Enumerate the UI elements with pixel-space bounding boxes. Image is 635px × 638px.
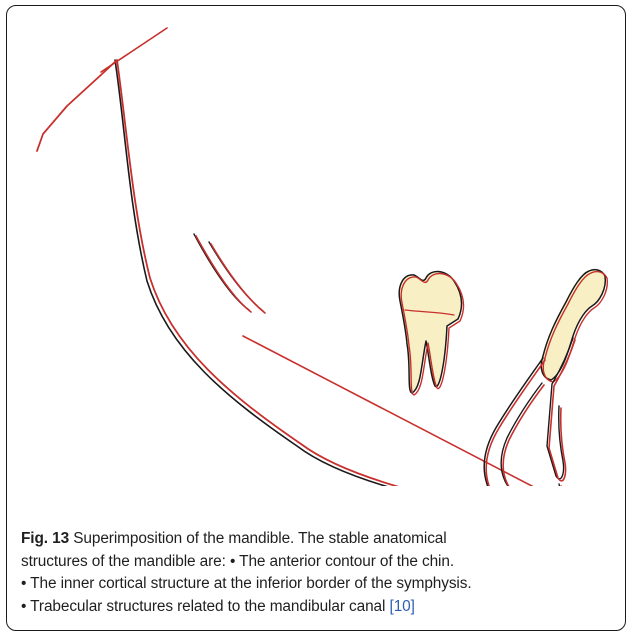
caption-line-1: Fig. 13 Superimposition of the mandible.…	[21, 528, 617, 551]
mandible-outline-red	[37, 28, 572, 486]
figure-frame: Fig. 13 Superimposition of the mandible.…	[6, 5, 626, 631]
caption-text-4: • Trabecular structures related to the m…	[21, 598, 385, 615]
figure-label: Fig. 13	[21, 530, 69, 547]
citation-link[interactable]: [10]	[390, 598, 415, 615]
caption-text-1: Superimposition of the mandible. The sta…	[73, 530, 446, 547]
incisor-and-symphysis	[484, 270, 607, 486]
figure-caption: Fig. 13 Superimposition of the mandible.…	[21, 528, 617, 618]
caption-line-2: structures of the mandible are: • The an…	[21, 551, 617, 574]
mandible-superimposition-illustration	[7, 6, 624, 486]
oblique-ridge-lines	[194, 234, 265, 313]
mandibular-canal-line	[243, 336, 555, 486]
molar-tooth	[399, 272, 463, 395]
caption-line-4: • Trabecular structures related to the m…	[21, 596, 617, 619]
caption-line-3: • The inner cortical structure at the in…	[21, 573, 617, 596]
